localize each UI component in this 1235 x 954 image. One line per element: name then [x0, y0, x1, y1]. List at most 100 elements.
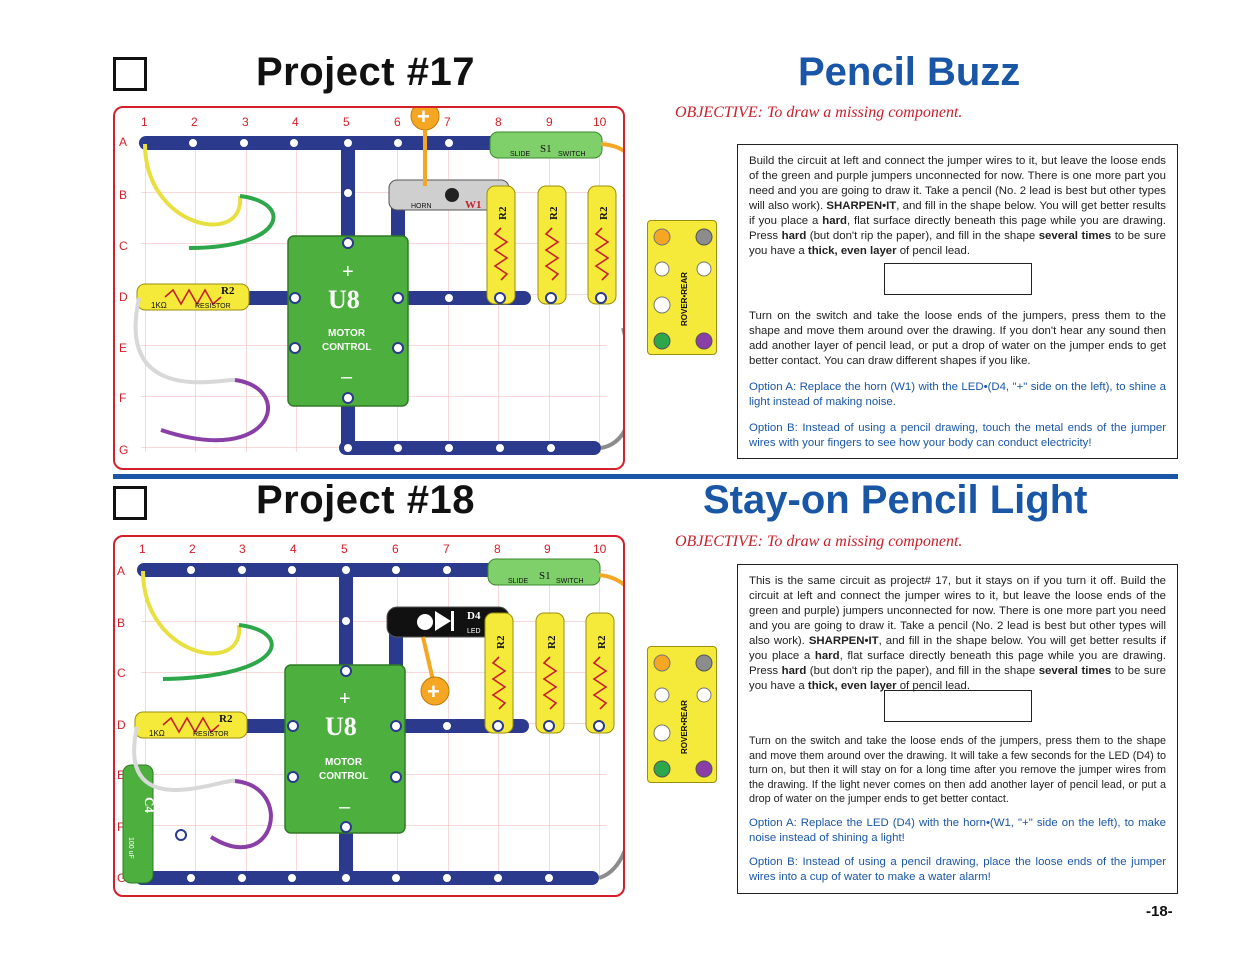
u8-control-label: CONTROL [319, 771, 368, 782]
project-17-name: Pencil Buzz [798, 50, 1021, 94]
pencil-drawing-shape-17[interactable] [883, 263, 1032, 295]
resistor-label: RESISTOR [195, 303, 231, 310]
resistor-r2-b [535, 612, 565, 734]
project-17-circuit: 1 2 3 4 5 6 7 8 9 10 A B C D E F G + U8 … [119, 101, 636, 457]
col-label: 9 [546, 115, 553, 129]
led-label: LED [467, 628, 481, 635]
u8-plus: + [339, 688, 351, 710]
rover-label: ROVER•REAR [680, 272, 689, 326]
rover-rear-18: ROVER•REAR [647, 646, 717, 783]
col-label: 1 [141, 115, 148, 129]
col-label: 1 [139, 542, 146, 556]
row-label: D [119, 290, 128, 304]
resistor-r2-c [587, 185, 617, 305]
resistor-r2-label: R2 [596, 635, 608, 649]
d4-label: D4 [467, 610, 481, 622]
resistor-r2-label: R2 [548, 206, 560, 220]
project-17-title: Project #17 [256, 50, 475, 94]
project-17-checkbox[interactable] [113, 57, 147, 91]
project-18-paragraph-1: This is the same circuit as project# 17,… [749, 575, 1167, 692]
project-18-option-b: Option B: Instead of using a pencil draw… [749, 855, 1166, 883]
section-divider [113, 474, 1178, 479]
plus-badge: + [417, 108, 430, 129]
row-label: E [119, 341, 127, 355]
row-label: E [117, 768, 125, 782]
u8-minus: – [339, 796, 351, 818]
row-label: G [117, 871, 126, 885]
switch-label: SWITCH [556, 578, 584, 585]
resistor-r2-a [484, 612, 514, 734]
project-17-objective: OBJECTIVE: To draw a missing component. [675, 104, 963, 121]
col-label: 8 [494, 542, 501, 556]
project-18-circuit: 1 2 3 4 5 6 7 8 9 10 A B C D E F G + U8 … [117, 542, 651, 885]
slide-label: SLIDE [510, 151, 531, 158]
col-label: 6 [394, 115, 401, 129]
project-18-option-a: Option A: Replace the LED (D4) with the … [749, 816, 1166, 844]
row-label: F [117, 820, 124, 834]
col-label: 10 [593, 115, 607, 129]
col-label: 3 [242, 115, 249, 129]
project-18-checkbox[interactable] [113, 486, 147, 520]
resistor-r2-label: R2 [598, 206, 610, 220]
s1-label: S1 [540, 143, 552, 155]
resistor-r2-c [585, 612, 615, 734]
row-label: F [119, 391, 126, 405]
rover-label: ROVER•REAR [680, 700, 689, 754]
resistor-r2-label: R2 [495, 635, 507, 649]
white-jumper [132, 726, 236, 792]
project-17-option-b: Option B: Instead of using a pencil draw… [749, 422, 1166, 449]
col-label: 2 [191, 115, 198, 129]
project-18-paragraph-2: Turn on the switch and take the loose en… [749, 735, 1166, 805]
horn-label: HORN [411, 203, 432, 210]
col-label: 9 [544, 542, 551, 556]
u8-motor-control [284, 664, 406, 834]
yellow-jumper [141, 570, 242, 656]
row-label: C [119, 239, 128, 253]
u8-motor-control [287, 235, 409, 407]
u8-motor-label: MOTOR [328, 328, 366, 339]
project-17-option-a: Option A: Replace the horn (W1) with the… [749, 381, 1166, 408]
u8-minus: – [341, 366, 353, 388]
col-label: 4 [292, 115, 299, 129]
page-number: -18- [1146, 903, 1173, 920]
project-17-paragraph-2: Turn on the switch and take the loose en… [749, 310, 1166, 367]
row-label: C [117, 666, 126, 680]
u8-motor-label: MOTOR [325, 757, 363, 768]
row-label: A [119, 135, 127, 149]
col-label: 6 [392, 542, 399, 556]
c4-value: 100 uF [127, 837, 134, 859]
col-label: 7 [444, 115, 451, 129]
project-18-name: Stay-on Pencil Light [703, 478, 1088, 522]
pencil-drawing-shape-18[interactable] [883, 690, 1032, 722]
resistor-kohm-label: 1KΩ [151, 301, 167, 310]
col-label: 3 [239, 542, 246, 556]
col-label: 5 [343, 115, 350, 129]
resistor-r2-b [537, 185, 567, 305]
plus-badge: + [427, 679, 440, 704]
col-label: 10 [593, 542, 607, 556]
rover-rear-17: ROVER•REAR [647, 220, 717, 355]
row-label: A [117, 564, 125, 578]
project-18-board: 1 2 3 4 5 6 7 8 9 10 A B C D E F G + U8 … [113, 535, 651, 897]
slide-label: SLIDE [508, 578, 529, 585]
u8-plus: + [342, 261, 354, 283]
resistor-r2-label: R2 [219, 713, 233, 725]
row-label: G [119, 443, 128, 457]
w1-label: W1 [465, 199, 482, 211]
project-17-paragraph-1: Build the circuit at left and connect th… [749, 155, 1166, 257]
green-jumper [162, 623, 274, 681]
purple-jumper [209, 779, 273, 850]
u8-label: U8 [328, 285, 360, 314]
project-17-instructions: Build the circuit at left and connect th… [737, 144, 1178, 459]
resistor-kohm-label: 1KΩ [149, 729, 165, 738]
col-label: 5 [341, 542, 348, 556]
row-label: B [119, 188, 127, 202]
resistor-r2-label: R2 [497, 206, 509, 220]
project-18-instructions: This is the same circuit as project# 17,… [737, 564, 1178, 894]
u8-label: U8 [325, 712, 357, 741]
col-label: 2 [189, 542, 196, 556]
project-17-board: 1 2 3 4 5 6 7 8 9 10 A B C D E F G + U8 … [113, 101, 636, 470]
project-18-title: Project #18 [256, 478, 475, 522]
u8-control-label: CONTROL [322, 342, 371, 353]
yellow-jumper [143, 143, 243, 227]
